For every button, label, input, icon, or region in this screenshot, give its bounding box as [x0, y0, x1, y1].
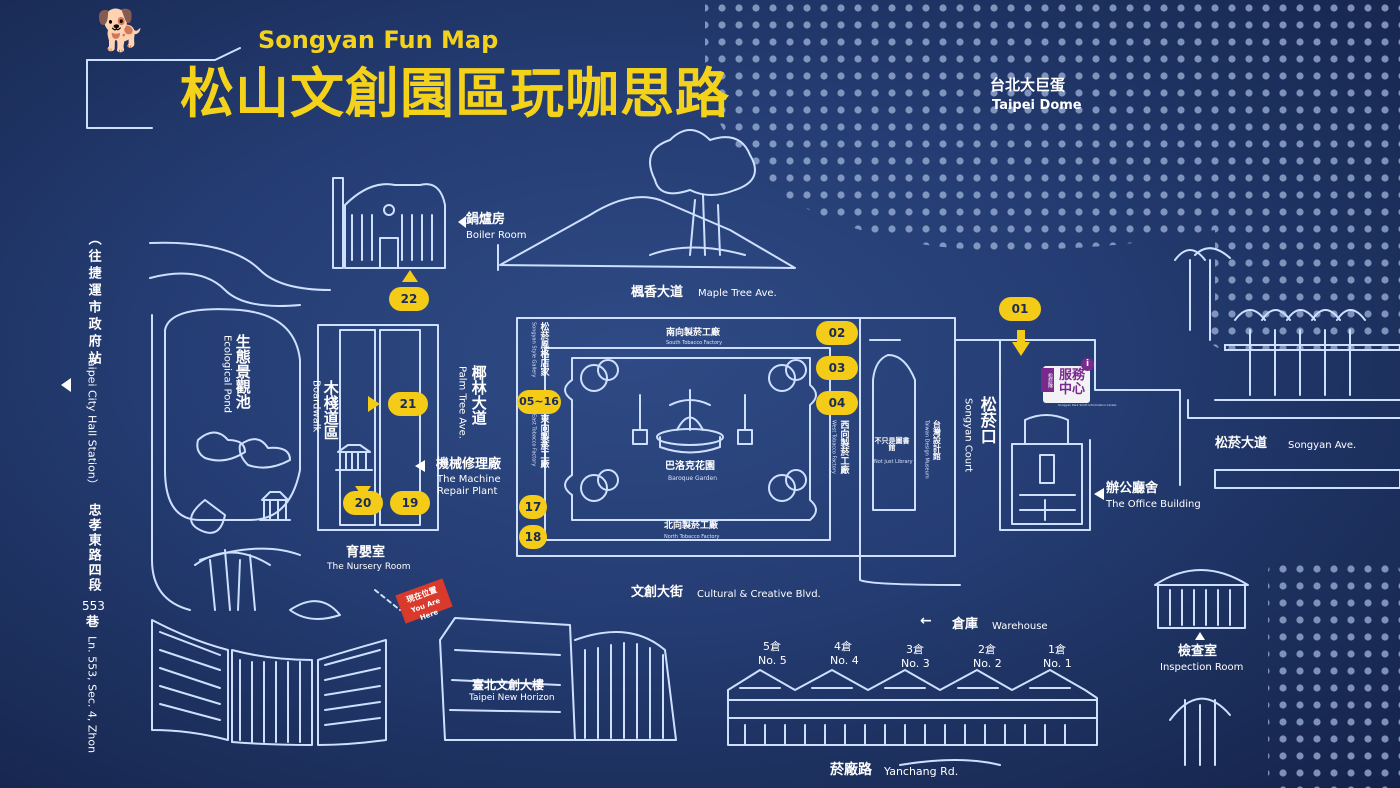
marker-05-16[interactable]: 05~16	[517, 390, 561, 414]
style-gallery-label-cn[interactable]: 松菸風格店家	[538, 322, 549, 376]
creative-blvd-label-cn: 文創大街	[631, 585, 684, 600]
new-horizon-label-en: Taipei New Horizon	[469, 693, 555, 703]
lane-suffix: 巷	[86, 615, 100, 630]
new-horizon-label-cn[interactable]: 臺北文創大樓	[472, 678, 545, 692]
mrt-direction-label-cn: （往捷運市政府站	[85, 232, 101, 368]
warehouse-1-cn[interactable]: 1倉	[1048, 643, 1066, 656]
north-factory-label-cn[interactable]: 北向製菸工廠	[664, 521, 719, 531]
warehouse-4-cn[interactable]: 4倉	[834, 640, 852, 653]
boiler-room-label-en: Boiler Room	[466, 230, 527, 241]
maple-ave-label-en: Maple Tree Ave.	[698, 288, 777, 299]
dotted-block	[1268, 558, 1400, 788]
boardwalk-label-cn[interactable]: 木棧道區	[321, 380, 340, 440]
library-label-cn[interactable]: 不只是圖書館	[874, 437, 910, 453]
marker-20[interactable]: 20	[343, 491, 383, 515]
warehouse-2-cn[interactable]: 2倉	[978, 643, 996, 656]
library-label-en: Not just Library	[874, 459, 913, 465]
west-factory-label-cn[interactable]: 西向製菸工廠	[838, 420, 849, 474]
dogs-logo-icon: 🐕	[96, 8, 146, 54]
yanchang-rd-label-en: Yanchang Rd.	[884, 765, 959, 778]
marker-03[interactable]: 03	[816, 356, 858, 380]
warehouse-5-en: No. 5	[758, 654, 787, 667]
baroque-garden-label-en: Baroque Garden	[668, 475, 717, 482]
title-cn: 松山文創園區玩咖思路	[180, 62, 730, 125]
north-factory-label-en: North Tobacco Factory	[664, 534, 720, 540]
service-center-label: 服務中心	[1059, 368, 1086, 397]
baroque-garden-label-cn[interactable]: 巴洛克花園	[665, 461, 715, 472]
yanchang-rd-label-cn: 菸廠路	[830, 762, 872, 778]
south-factory-label-cn[interactable]: 南向製菸工廠	[666, 328, 721, 338]
warehouse-3-cn[interactable]: 3倉	[906, 643, 924, 656]
marker-21[interactable]: 21	[388, 392, 428, 416]
service-center[interactable]: 松菸隊 服務中心 i	[1041, 358, 1094, 403]
taipei-dome-label-cn[interactable]: 台北大巨蛋	[990, 76, 1066, 94]
warehouse-label-en: Warehouse	[992, 621, 1048, 632]
creative-blvd-label-en: Cultural & Creative Blvd.	[697, 589, 821, 600]
taipei-dome-area	[705, 0, 1400, 350]
taipei-dome-label-en: Taipei Dome	[992, 98, 1082, 113]
office-label-en: The Office Building	[1106, 499, 1201, 510]
warehouse-2-en: No. 2	[973, 657, 1002, 670]
style-gallery-label-en: Songyan Style Gallery	[530, 322, 537, 378]
warehouse-arrow-icon: ←	[920, 613, 932, 629]
inspection-room-label-cn[interactable]: 檢查室	[1178, 644, 1218, 659]
marker-01[interactable]: 01	[999, 297, 1041, 321]
south-factory-label-en: South Tobacco Factory	[666, 340, 723, 346]
title-en: Songyan Fun Map	[258, 26, 499, 54]
palm-ave-label-cn: 椰林大道	[469, 365, 488, 425]
songyan-court-label-en: Songyan Court	[962, 398, 974, 473]
east-factory-label-en: East Tobacco Factory	[530, 414, 537, 467]
inspection-room-label-en: Inspection Room	[1160, 662, 1244, 673]
eco-pond-label-en: Ecological Pond	[221, 335, 233, 414]
west-factory-label-en: West Tobacco Factory	[830, 420, 837, 474]
warehouse-4-en: No. 4	[830, 654, 859, 667]
mrt-direction-label-en: Taipei City Hall Station）	[85, 355, 99, 490]
warehouse-1-en: No. 1	[1043, 657, 1072, 670]
marker-22[interactable]: 22	[389, 287, 429, 311]
warehouse-label-cn[interactable]: 倉庫	[952, 617, 979, 632]
warehouse-5-cn[interactable]: 5倉	[763, 640, 781, 653]
marker-17[interactable]: 17	[519, 495, 547, 519]
songyan-court-label-cn[interactable]: 松菸口	[977, 396, 997, 444]
nursery-label-cn[interactable]: 育嬰室	[346, 545, 386, 560]
marker-04[interactable]: 04	[816, 391, 858, 415]
design-museum-label-en: Taiwan Design Museum	[923, 420, 930, 479]
service-center-label-en: Songyan Park SCCP Information Center	[1058, 403, 1117, 407]
design-museum-label-cn[interactable]: 台灣設計館	[932, 420, 942, 460]
marker-19[interactable]: 19	[390, 491, 430, 515]
lane-number: 553	[82, 599, 105, 613]
eco-pond-label-cn[interactable]: 生態景觀池	[233, 334, 252, 409]
songyan-ave-label-cn: 松菸大道	[1215, 436, 1268, 451]
machine-repair-label-en1: The Machine	[437, 474, 501, 485]
east-factory-label-cn[interactable]: 東向製菸工廠	[538, 414, 549, 468]
palm-ave-label-en: Palm Tree Ave.	[456, 366, 468, 439]
songyan-ave-label-en: Songyan Ave.	[1288, 440, 1357, 451]
warehouse-3-en: No. 3	[901, 657, 930, 670]
office-label-cn[interactable]: 辦公廳舍	[1106, 481, 1159, 496]
service-center-tag: 松菸隊	[1041, 368, 1054, 392]
lane-label-en: Ln. 553, Sec. 4, Zhon	[85, 636, 99, 754]
marker-02[interactable]: 02	[816, 321, 858, 345]
nursery-label-en: The Nursery Room	[327, 562, 411, 572]
boardwalk-label-en: Boardwalk	[310, 380, 322, 433]
boiler-room-label-cn[interactable]: 鍋爐房	[466, 212, 506, 227]
maple-ave-label-cn: 楓香大道	[631, 285, 684, 300]
info-icon: i	[1081, 358, 1094, 371]
machine-repair-label-en2: Repair Plant	[437, 486, 498, 497]
marker-18[interactable]: 18	[519, 525, 547, 549]
lane-label-cn: 忠孝東路四段	[85, 503, 101, 593]
machine-repair-label-cn[interactable]: 機械修理廠	[436, 457, 502, 472]
